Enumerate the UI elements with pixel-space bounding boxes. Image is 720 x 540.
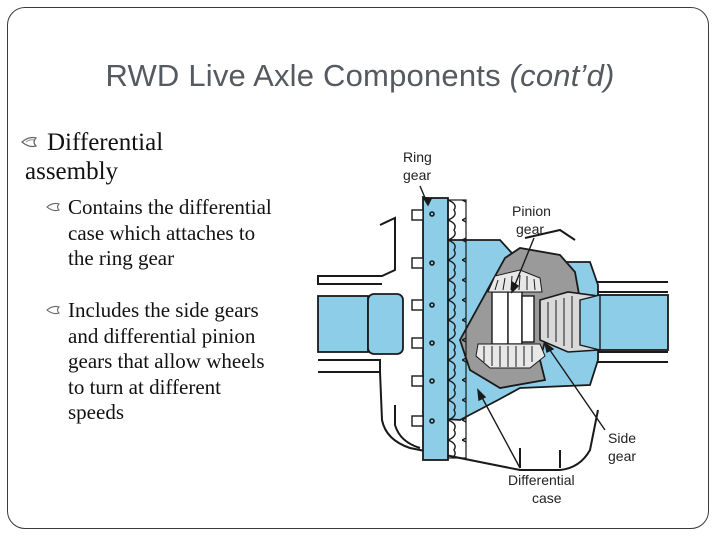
bullet-marker-icon xyxy=(21,136,38,148)
sub-bullet-gears: Includes the side gears and differential… xyxy=(46,298,282,426)
label-differential: Differential xyxy=(508,472,575,488)
side-gear-blocks xyxy=(491,291,535,345)
slide-frame xyxy=(7,7,709,529)
label-pinion-gear: gear xyxy=(516,221,544,237)
bullet-text: Differential assembly xyxy=(25,129,164,185)
sub-bullet-marker-icon xyxy=(46,305,61,315)
label-ring: Ring xyxy=(403,149,432,165)
bullet-differential-assembly: Differential assembly xyxy=(21,128,215,186)
title-italic: (cont’d) xyxy=(509,58,615,93)
label-case: case xyxy=(532,490,562,506)
sub-bullet-case: Contains the differential case which att… xyxy=(46,195,282,272)
right-axle-shaft xyxy=(597,294,669,351)
differential-diagram: Ring gear Pinion gear Side gear Differen… xyxy=(317,149,669,506)
sub-bullet-marker-icon xyxy=(46,202,61,212)
sub-bullet-text: Contains the differential case which att… xyxy=(68,195,272,270)
sub-bullet-text: Includes the side gears and differential… xyxy=(68,298,265,424)
label-side-gear: gear xyxy=(608,448,636,464)
pinion-gear-top xyxy=(487,269,543,293)
title-main: RWD Live Axle Components xyxy=(105,58,510,93)
label-side: Side xyxy=(608,430,636,446)
axle-housing xyxy=(317,216,668,471)
label-ring-gear: gear xyxy=(403,167,431,183)
label-pinion: Pinion xyxy=(512,203,551,219)
leader-lines xyxy=(419,185,606,469)
pinion-gear-bottom xyxy=(475,343,546,369)
left-axle-shaft xyxy=(317,295,369,353)
slide-title: RWD Live Axle Components (cont’d) xyxy=(0,58,720,94)
ring-gear-bolts xyxy=(411,209,424,427)
ring-gear xyxy=(422,197,449,461)
